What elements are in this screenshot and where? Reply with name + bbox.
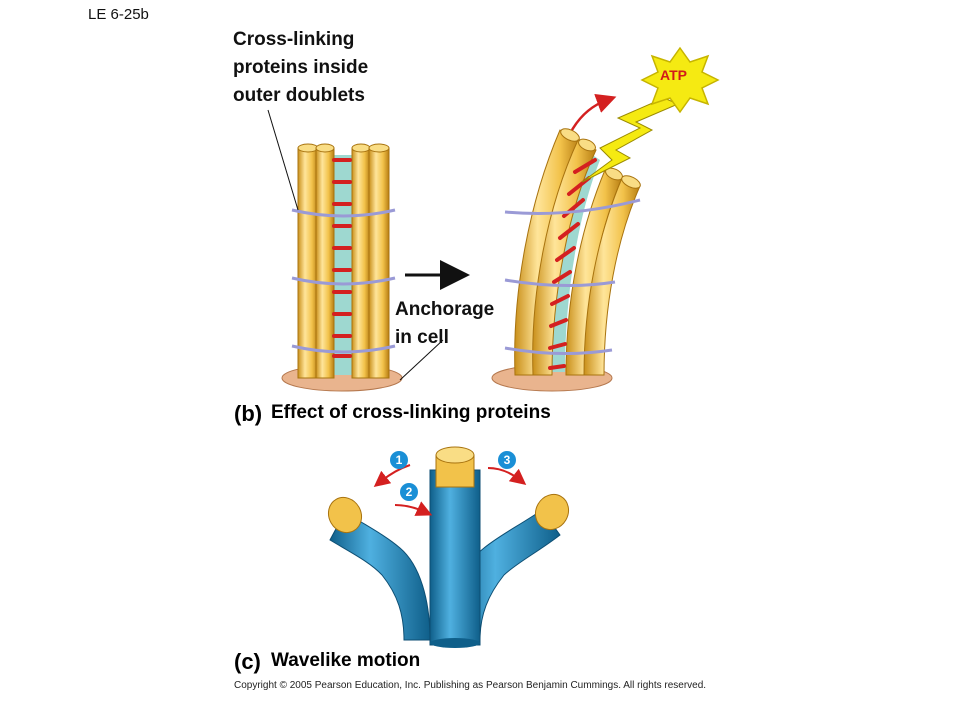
step-1-arrow xyxy=(373,464,411,487)
straight-doublets xyxy=(281,143,403,392)
anchor-pointer xyxy=(399,339,444,381)
crosslink-label: Cross-linking proteins inside outer doub… xyxy=(233,26,413,110)
copyright-notice: Copyright © 2005 Pearson Education, Inc.… xyxy=(234,680,707,691)
bands-left xyxy=(291,208,396,354)
panel-c-caption: Wavelike motion xyxy=(271,650,421,671)
step-1-badge: 1 xyxy=(390,451,408,469)
lightning-bolt-icon xyxy=(581,97,680,183)
bend-arrow xyxy=(570,94,617,131)
atp-starburst-icon xyxy=(640,46,720,114)
crosslinks-left xyxy=(332,158,352,358)
bands-right xyxy=(504,198,641,356)
anchorage-label-line-2: in cell xyxy=(395,327,449,348)
panel-b-caption: Effect of cross-linking proteins xyxy=(271,402,551,423)
crosslink-label-line-3: outer doublets xyxy=(233,85,365,106)
step-2-arrow xyxy=(394,501,433,516)
crosslink-pointer xyxy=(267,109,299,211)
panel-b-letter: (b) xyxy=(234,401,263,426)
anchorage-label-line-1: Anchorage xyxy=(395,299,495,320)
atp-label: ATP xyxy=(660,67,687,83)
anchorage-label: Anchorage in cell xyxy=(395,296,505,352)
step-2-badge: 2 xyxy=(400,483,418,501)
step-3-arrow xyxy=(487,467,527,485)
panel-c-letter: (c) xyxy=(234,649,261,674)
crosslink-label-line-2: proteins inside xyxy=(233,57,369,78)
crosslink-label-line-1: Cross-linking xyxy=(233,29,355,50)
core-strip-left xyxy=(333,155,353,375)
bent-doublets xyxy=(491,128,641,392)
step-3-badge: 3 xyxy=(498,451,516,469)
slide-id: LE 6-25b xyxy=(88,6,149,23)
wavelike-cilium xyxy=(327,446,570,648)
